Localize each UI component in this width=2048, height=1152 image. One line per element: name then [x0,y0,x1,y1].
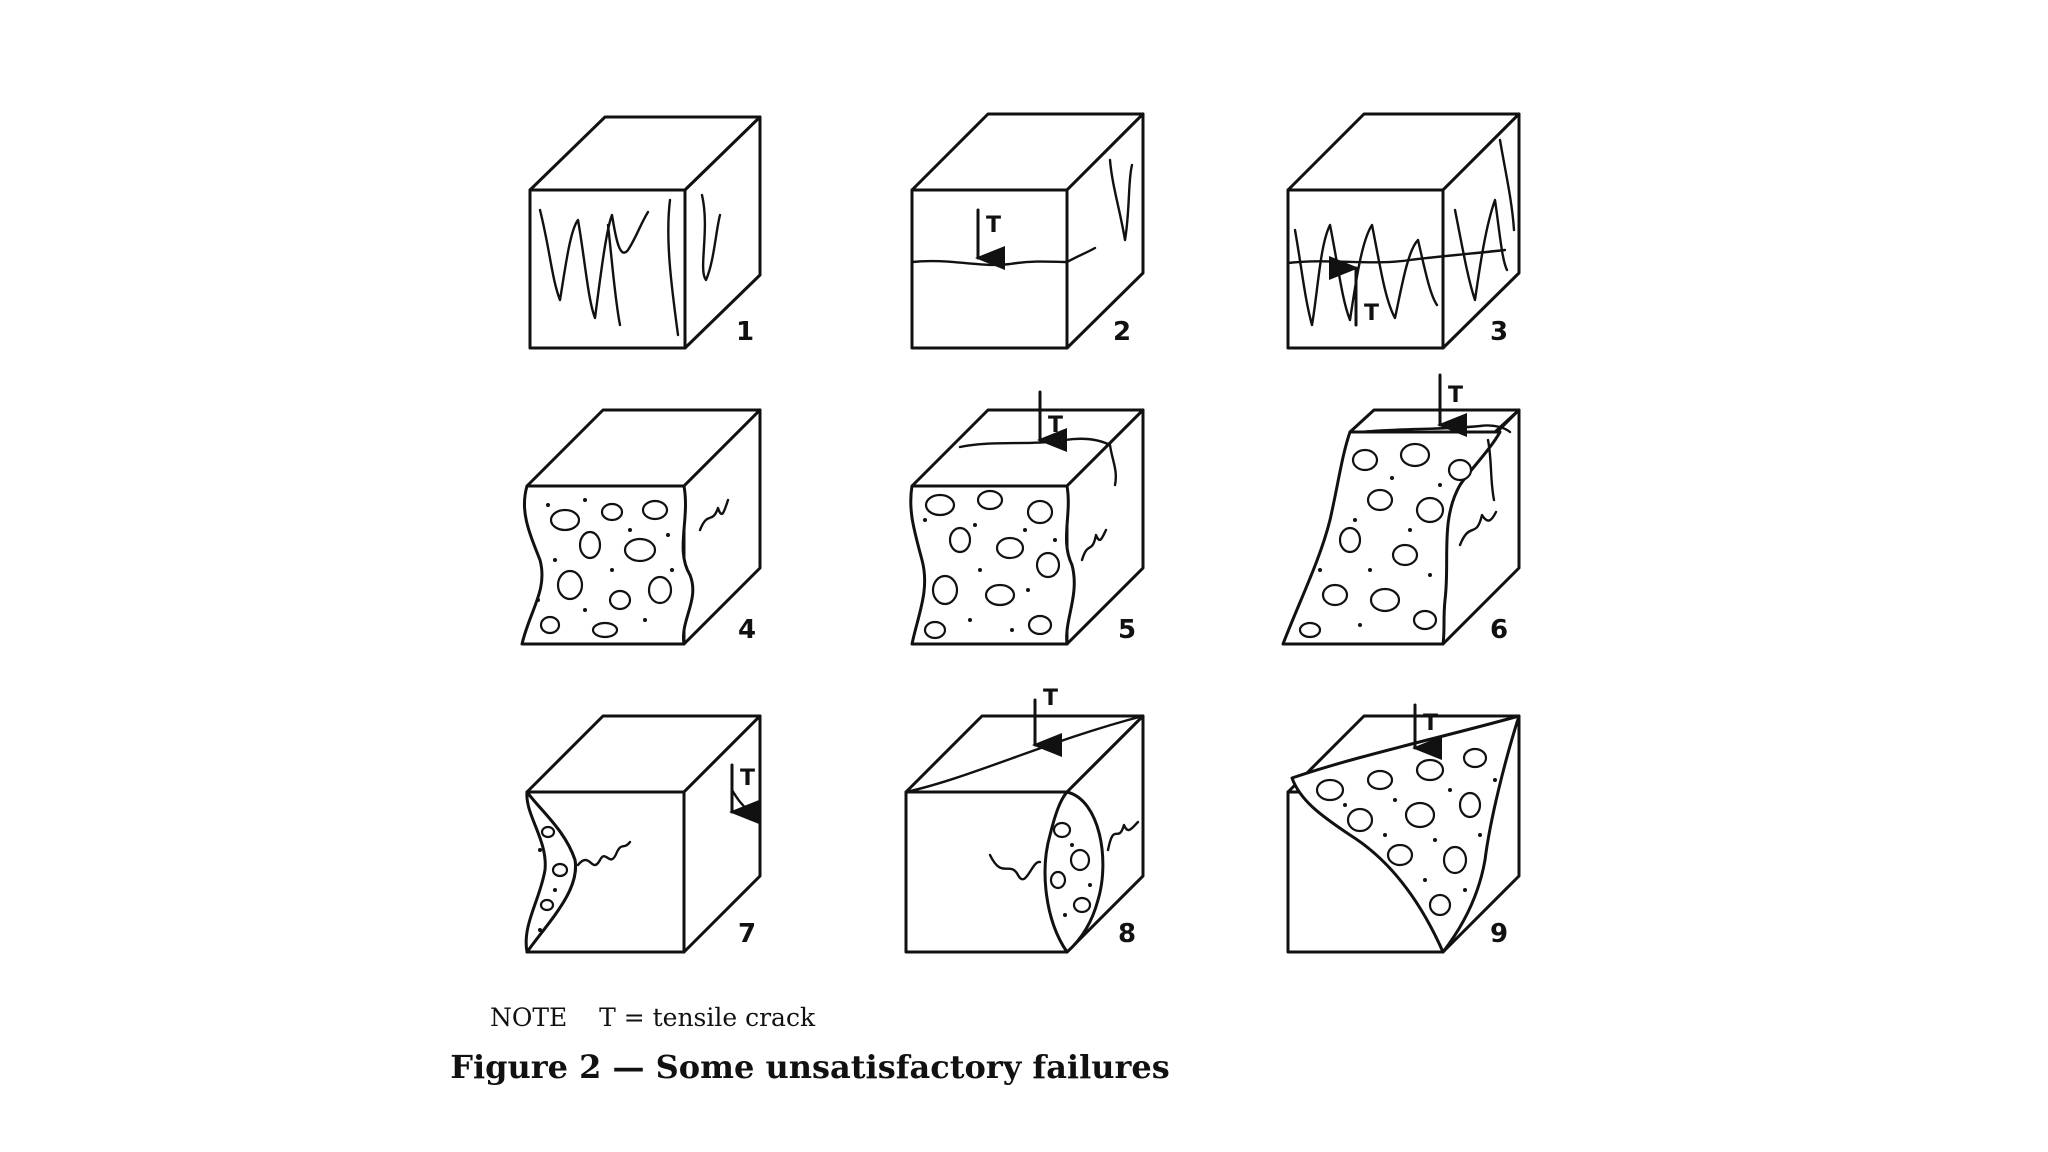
panel-2: T 2 [910,112,1145,350]
panel-8: T 8 [904,686,1145,954]
panel-9-label: 9 [1490,919,1508,949]
panel-7-label: 7 [738,919,756,949]
panel-1: 1 [528,115,762,350]
panel-7: T 7 [524,714,762,954]
panel-2-mark: T [986,213,1001,238]
panel-1-label: 1 [736,317,754,347]
panel-3: T 3 [1286,112,1521,350]
panel-5-label: 5 [1118,615,1136,645]
panel-3-mark: T [1364,301,1379,326]
panel-9-mark: T [1423,711,1438,736]
panel-6-label: 6 [1490,615,1508,645]
panel-4-label: 4 [738,615,756,645]
panel-3-label: 3 [1490,317,1508,347]
panel-2-label: 2 [1113,317,1131,347]
panel-7-mark: T [740,766,755,791]
panel-8-mark: T [1043,686,1058,711]
panel-6-mark: T [1448,383,1463,408]
figure-caption: Figure 2 — Some unsatisfactory failures [450,1048,1170,1086]
panel-5: T 5 [909,390,1145,646]
panel-8-label: 8 [1118,919,1136,949]
panel-4: 4 [520,408,762,646]
panel-5-mark: T [1048,413,1063,438]
panel-6: T 6 [1281,373,1521,646]
panel-9: T 9 [1286,703,1521,954]
figure-note: NOTE T = tensile crack [490,1003,816,1032]
